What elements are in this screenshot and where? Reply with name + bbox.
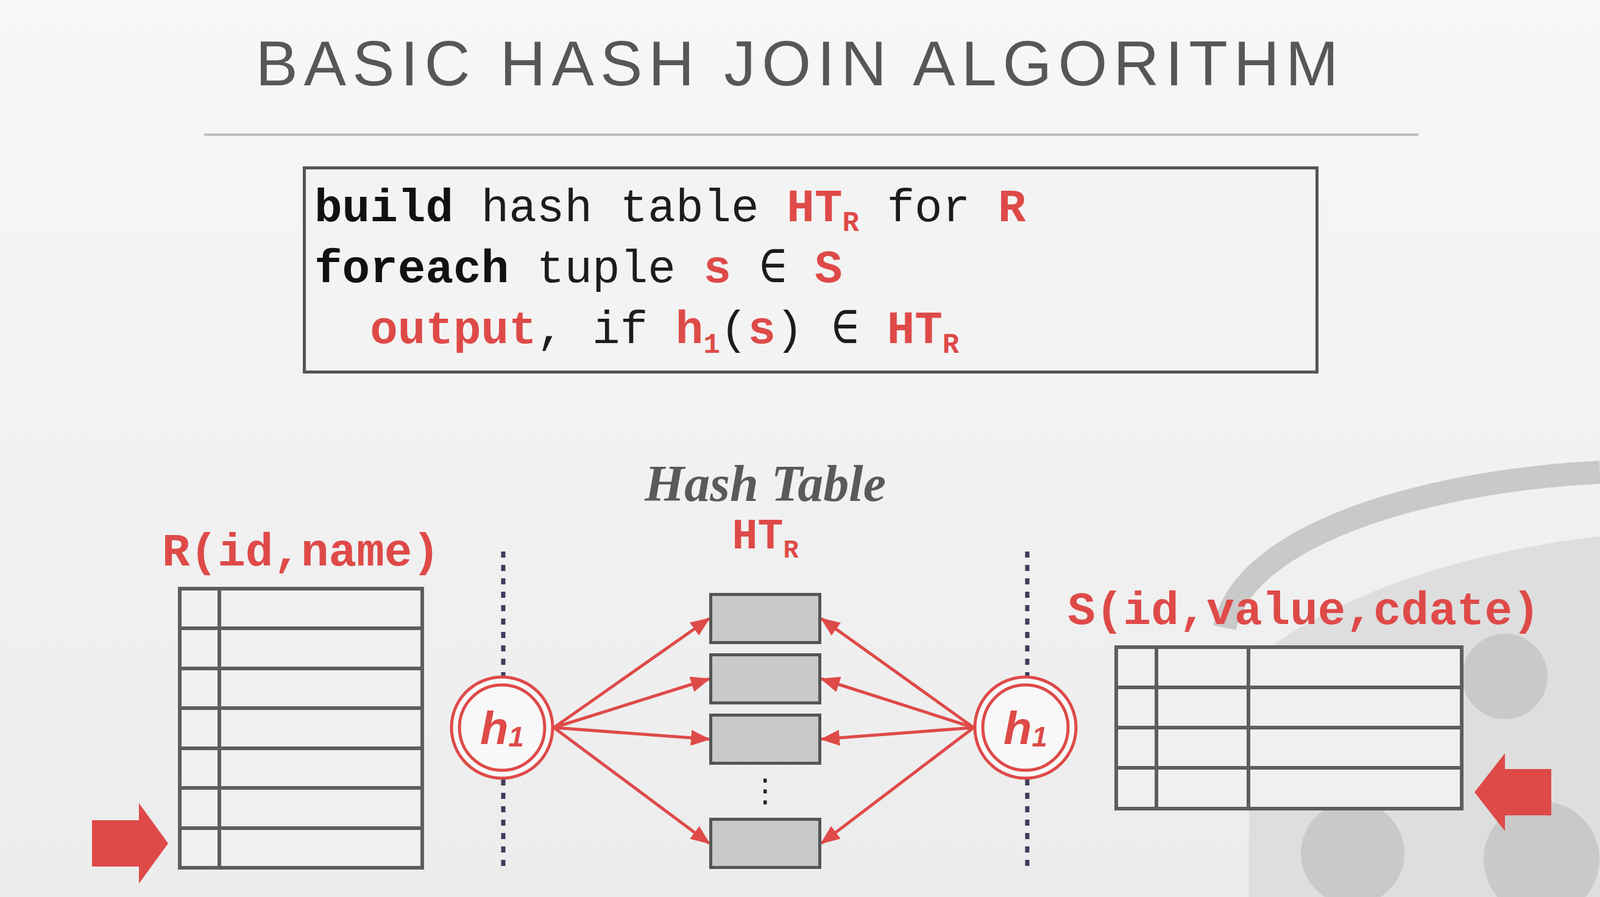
code-token: ,: [536, 304, 565, 358]
hash-function-circle: h1: [972, 674, 1079, 781]
function-symbol: h: [1003, 701, 1032, 755]
code-token: s: [747, 304, 776, 358]
hash-table-symbol: R: [782, 536, 799, 566]
code-line: buildhash tableHTRforR: [314, 178, 1316, 240]
code-token: hash table: [481, 182, 760, 236]
function-symbol: 1: [1032, 721, 1048, 754]
watermark-blob: [1462, 633, 1548, 719]
function-symbol: h: [480, 701, 509, 755]
code-token: R: [942, 329, 960, 362]
hash-arrow-line: [821, 727, 974, 740]
code-token: output: [369, 304, 537, 358]
hash-arrow: [821, 618, 974, 844]
code-token: R: [998, 182, 1027, 236]
hash-function-circle: h1: [449, 674, 556, 781]
hash-table-name: HTR: [640, 511, 890, 568]
function-name: h1: [972, 674, 1079, 781]
code-token: R: [842, 207, 860, 240]
function-symbol: 1: [508, 721, 524, 754]
code-token: (: [720, 304, 749, 358]
code-token: foreach: [314, 243, 509, 297]
code-token: s: [703, 243, 732, 297]
code-token: 1: [703, 329, 720, 362]
hash-table: Hash TableHTR ⋮: [640, 455, 890, 869]
hash-arrow-line: [821, 678, 974, 728]
relation-table: R(id,name): [159, 528, 443, 868]
hash-arrow-line: [553, 727, 710, 844]
code-token: HT: [786, 182, 843, 236]
title-rule: [204, 133, 1419, 136]
scan-arrow: [92, 803, 169, 884]
scan-arrow: [1474, 753, 1552, 832]
relation-label: R(id,name): [159, 528, 443, 578]
hash-bucket: [709, 713, 822, 765]
relation-label: S(id,value,cdate): [1065, 587, 1543, 637]
ellipsis: ⋮: [709, 771, 822, 809]
function-name: h1: [449, 674, 556, 781]
hash-arrow-line: [821, 727, 974, 844]
hash-arrow-line: [553, 727, 710, 740]
code-token: S: [814, 243, 843, 297]
code-token: tuple: [536, 243, 676, 297]
code-token: ): [775, 304, 804, 358]
code-token: ∈: [831, 304, 860, 358]
hash-bucket: [709, 653, 822, 705]
code-token: HT: [887, 304, 943, 358]
code-line: foreach tuples ∈ S: [314, 239, 1316, 301]
bucket-array: ⋮: [709, 592, 822, 869]
relation-table: S(id,value,cdate): [1065, 587, 1543, 809]
table-r: [179, 588, 423, 868]
code-token: h: [675, 304, 704, 358]
code-token: ∈: [759, 243, 788, 297]
code-token: if: [592, 304, 648, 358]
hash-table-heading: Hash Table: [640, 455, 890, 512]
table-s: [1116, 647, 1462, 809]
code-token: build: [314, 182, 454, 236]
hash-table-symbol: HT: [731, 513, 783, 562]
hash-bucket: [709, 817, 822, 869]
code-box: buildhash tableHTRforRforeachtuples∈Sout…: [302, 166, 1319, 374]
watermark-blob: [1300, 801, 1405, 897]
code-token: for: [887, 182, 971, 236]
slide-title: BASIC HASH JOIN ALGORITHM: [0, 31, 1600, 96]
hash-arrow: [553, 618, 710, 844]
hash-arrow-line: [821, 618, 974, 728]
hash-arrow-line: [553, 618, 710, 728]
hash-arrow-line: [553, 678, 710, 728]
code-line: output, ifh1(s) ∈ HTR: [314, 300, 1316, 362]
hash-bucket: [709, 592, 822, 645]
